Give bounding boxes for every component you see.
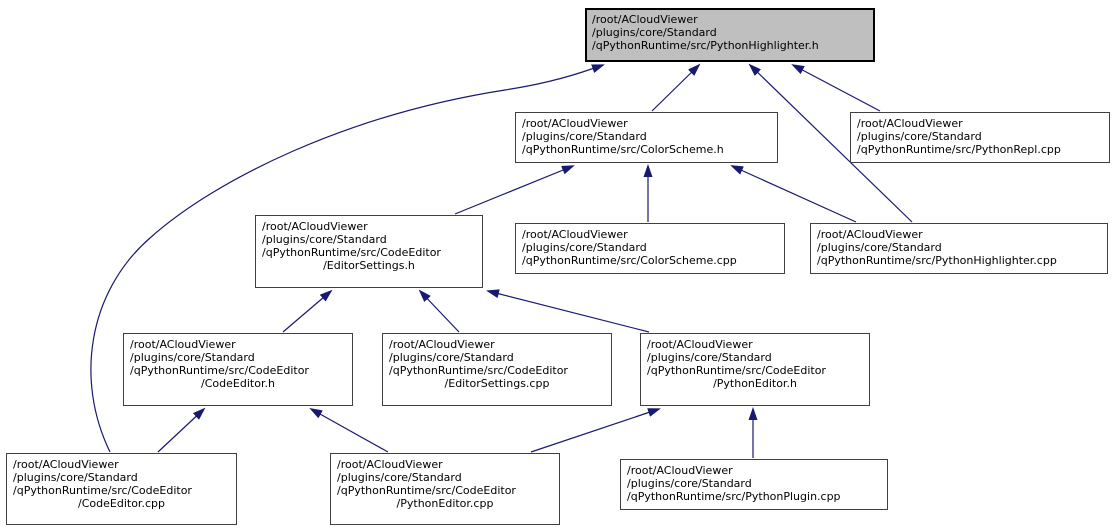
node-label-line: /plugins/core/Standard — [389, 351, 514, 364]
graph-node-color-scheme-h[interactable]: /root/ACloudViewer/plugins/core/Standard… — [515, 112, 778, 163]
edge-editor-settings-cpp-to-editor-settings-h — [418, 289, 460, 333]
node-label-line: /qPythonRuntime/src/CodeEditor — [262, 246, 441, 259]
graph-node-code-editor-cpp[interactable]: /root/ACloudViewer/plugins/core/Standard… — [6, 453, 237, 525]
node-label-line: /qPythonRuntime/src/PythonPlugin.cpp — [627, 490, 841, 503]
node-label-line: /root/ACloudViewer — [857, 117, 963, 130]
node-label-line: /root/ACloudViewer — [522, 117, 628, 130]
node-label-line: /PythonEditor.h — [713, 377, 797, 390]
node-label-line: /CodeEditor.cpp — [78, 497, 165, 510]
node-label-line: /root/ACloudViewer — [647, 338, 753, 351]
node-label-line: /root/ACloudViewer — [389, 338, 495, 351]
node-label-line: /qPythonRuntime/src/CodeEditor — [130, 364, 309, 377]
node-label-line: /PythonEditor.cpp — [396, 497, 494, 510]
node-label-line: /plugins/core/Standard — [817, 241, 942, 254]
node-label-line: /qPythonRuntime/src/PythonHighlighter.h — [592, 39, 819, 52]
node-label-line: /root/ACloudViewer — [337, 458, 443, 471]
node-label-line: /plugins/core/Standard — [337, 471, 462, 484]
node-label-line: /qPythonRuntime/src/PythonHighlighter.cp… — [817, 254, 1057, 267]
graph-node-python-highlighter-cpp[interactable]: /root/ACloudViewer/plugins/core/Standard… — [810, 223, 1108, 274]
node-label-line: /plugins/core/Standard — [130, 351, 255, 364]
graph-node-python-editor-cpp[interactable]: /root/ACloudViewer/plugins/core/Standard… — [330, 453, 560, 525]
node-label-line: /root/ACloudViewer — [262, 220, 368, 233]
edge-python-editor-cpp-to-code-editor-h — [309, 408, 389, 453]
graph-node-editor-settings-h[interactable]: /root/ACloudViewer/plugins/core/Standard… — [255, 215, 483, 288]
node-label-line: /plugins/core/Standard — [627, 477, 752, 490]
node-label-line: /qPythonRuntime/src/CodeEditor — [389, 364, 568, 377]
edge-code-editor-cpp-to-python-highlighter-h — [90, 64, 605, 453]
edge-python-repl-cpp-to-python-highlighter-h — [791, 64, 881, 112]
graph-node-python-highlighter-h: /root/ACloudViewer/plugins/core/Standard… — [585, 8, 875, 62]
graph-node-python-editor-h[interactable]: /root/ACloudViewer/plugins/core/Standard… — [640, 333, 870, 406]
node-label-line: /qPythonRuntime/src/PythonRepl.cpp — [857, 143, 1061, 156]
node-label-line: /root/ACloudViewer — [627, 464, 733, 477]
node-label-line: /root/ACloudViewer — [13, 458, 119, 471]
node-label-line: /plugins/core/Standard — [522, 130, 647, 143]
node-label-line: /plugins/core/Standard — [647, 351, 772, 364]
node-label-line: /root/ACloudViewer — [522, 228, 628, 241]
edge-code-editor-h-to-editor-settings-h — [282, 289, 333, 333]
edge-python-editor-h-to-editor-settings-h — [486, 289, 650, 333]
node-label-line: /EditorSettings.cpp — [444, 377, 550, 390]
node-label-line: /qPythonRuntime/src/CodeEditor — [337, 484, 516, 497]
node-label-line: /plugins/core/Standard — [522, 241, 647, 254]
node-label-line: /qPythonRuntime/src/ColorScheme.h — [522, 143, 724, 156]
node-label-line: /plugins/core/Standard — [262, 233, 387, 246]
node-label-line: /qPythonRuntime/src/ColorScheme.cpp — [522, 254, 737, 267]
node-label-line: /root/ACloudViewer — [592, 13, 698, 26]
graph-node-python-plugin-cpp[interactable]: /root/ACloudViewer/plugins/core/Standard… — [620, 459, 888, 510]
graph-node-editor-settings-cpp[interactable]: /root/ACloudViewer/plugins/core/Standard… — [382, 333, 612, 406]
edge-color-scheme-h-to-python-highlighter-h — [651, 63, 701, 112]
node-label-line: /root/ACloudViewer — [130, 338, 236, 351]
node-label-line: /root/ACloudViewer — [817, 228, 923, 241]
node-label-line: /qPythonRuntime/src/CodeEditor — [647, 364, 826, 377]
edge-python-highlighter-cpp-to-python-highlighter-h — [748, 63, 913, 223]
graph-node-code-editor-h[interactable]: /root/ACloudViewer/plugins/core/Standard… — [123, 333, 353, 406]
graph-node-python-repl-cpp[interactable]: /root/ACloudViewer/plugins/core/Standard… — [850, 112, 1110, 163]
edge-python-editor-cpp-to-python-editor-h — [530, 408, 661, 453]
node-label-line: /CodeEditor.h — [201, 377, 275, 390]
graph-node-color-scheme-cpp[interactable]: /root/ACloudViewer/plugins/core/Standard… — [515, 223, 785, 274]
edge-editor-settings-h-to-color-scheme-h — [454, 165, 575, 215]
node-label-line: /plugins/core/Standard — [13, 471, 138, 484]
node-label-line: /plugins/core/Standard — [857, 130, 982, 143]
node-label-line: /plugins/core/Standard — [592, 26, 717, 39]
edge-code-editor-cpp-to-code-editor-h — [157, 407, 206, 453]
edge-python-highlighter-cpp-to-color-scheme-h — [730, 165, 857, 223]
node-label-line: /EditorSettings.h — [323, 259, 415, 272]
node-label-line: /qPythonRuntime/src/CodeEditor — [13, 484, 192, 497]
